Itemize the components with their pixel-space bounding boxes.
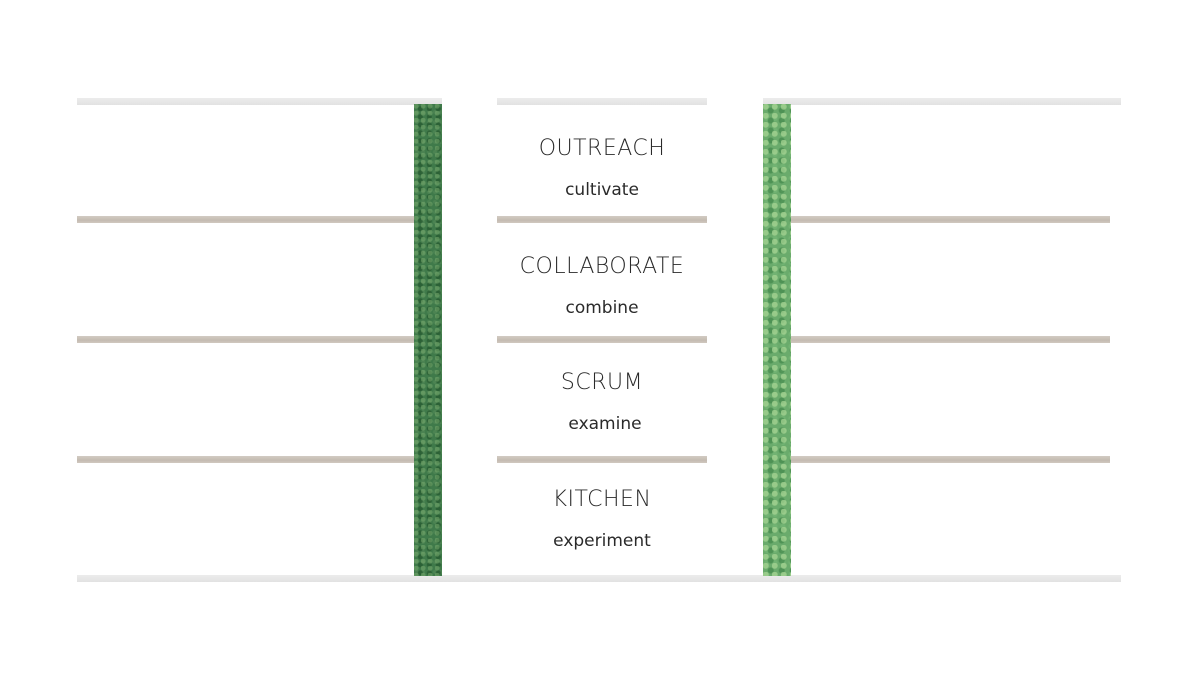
- ground-slab: [77, 575, 1121, 582]
- floor-title: KITCHEN: [552, 487, 652, 512]
- floor-slab-left-3: [77, 456, 442, 463]
- floor-action: combine: [565, 298, 639, 318]
- floor-title: OUTREACH: [538, 136, 666, 161]
- floor-action: examine: [568, 414, 642, 434]
- floor-action: cultivate: [565, 180, 639, 200]
- floor-label-kitchen: KITCHEN experiment: [497, 487, 707, 552]
- roof-slab-right: [763, 98, 1121, 105]
- roof-slab-center: [497, 98, 707, 105]
- floor-slab-left-2: [77, 336, 442, 343]
- floor-slab-center-1: [497, 216, 707, 223]
- floor-slab-left-1: [77, 216, 442, 223]
- floor-label-outreach: OUTREACH cultivate: [497, 136, 707, 201]
- floor-label-scrum: SCRUM examine: [497, 370, 707, 435]
- green-wall-left: [414, 104, 442, 576]
- green-wall-right: [763, 104, 791, 576]
- floor-slab-right-3: [790, 456, 1110, 463]
- floor-slab-right-1: [790, 216, 1110, 223]
- floor-slab-center-2: [497, 336, 707, 343]
- floor-action: experiment: [553, 531, 651, 551]
- floor-slab-center-3: [497, 456, 707, 463]
- floor-title: COLLABORATE: [519, 254, 685, 279]
- floor-label-collaborate: COLLABORATE combine: [497, 254, 707, 319]
- roof-slab-left: [77, 98, 442, 105]
- floor-title: SCRUM: [560, 370, 644, 395]
- floor-slab-right-2: [790, 336, 1110, 343]
